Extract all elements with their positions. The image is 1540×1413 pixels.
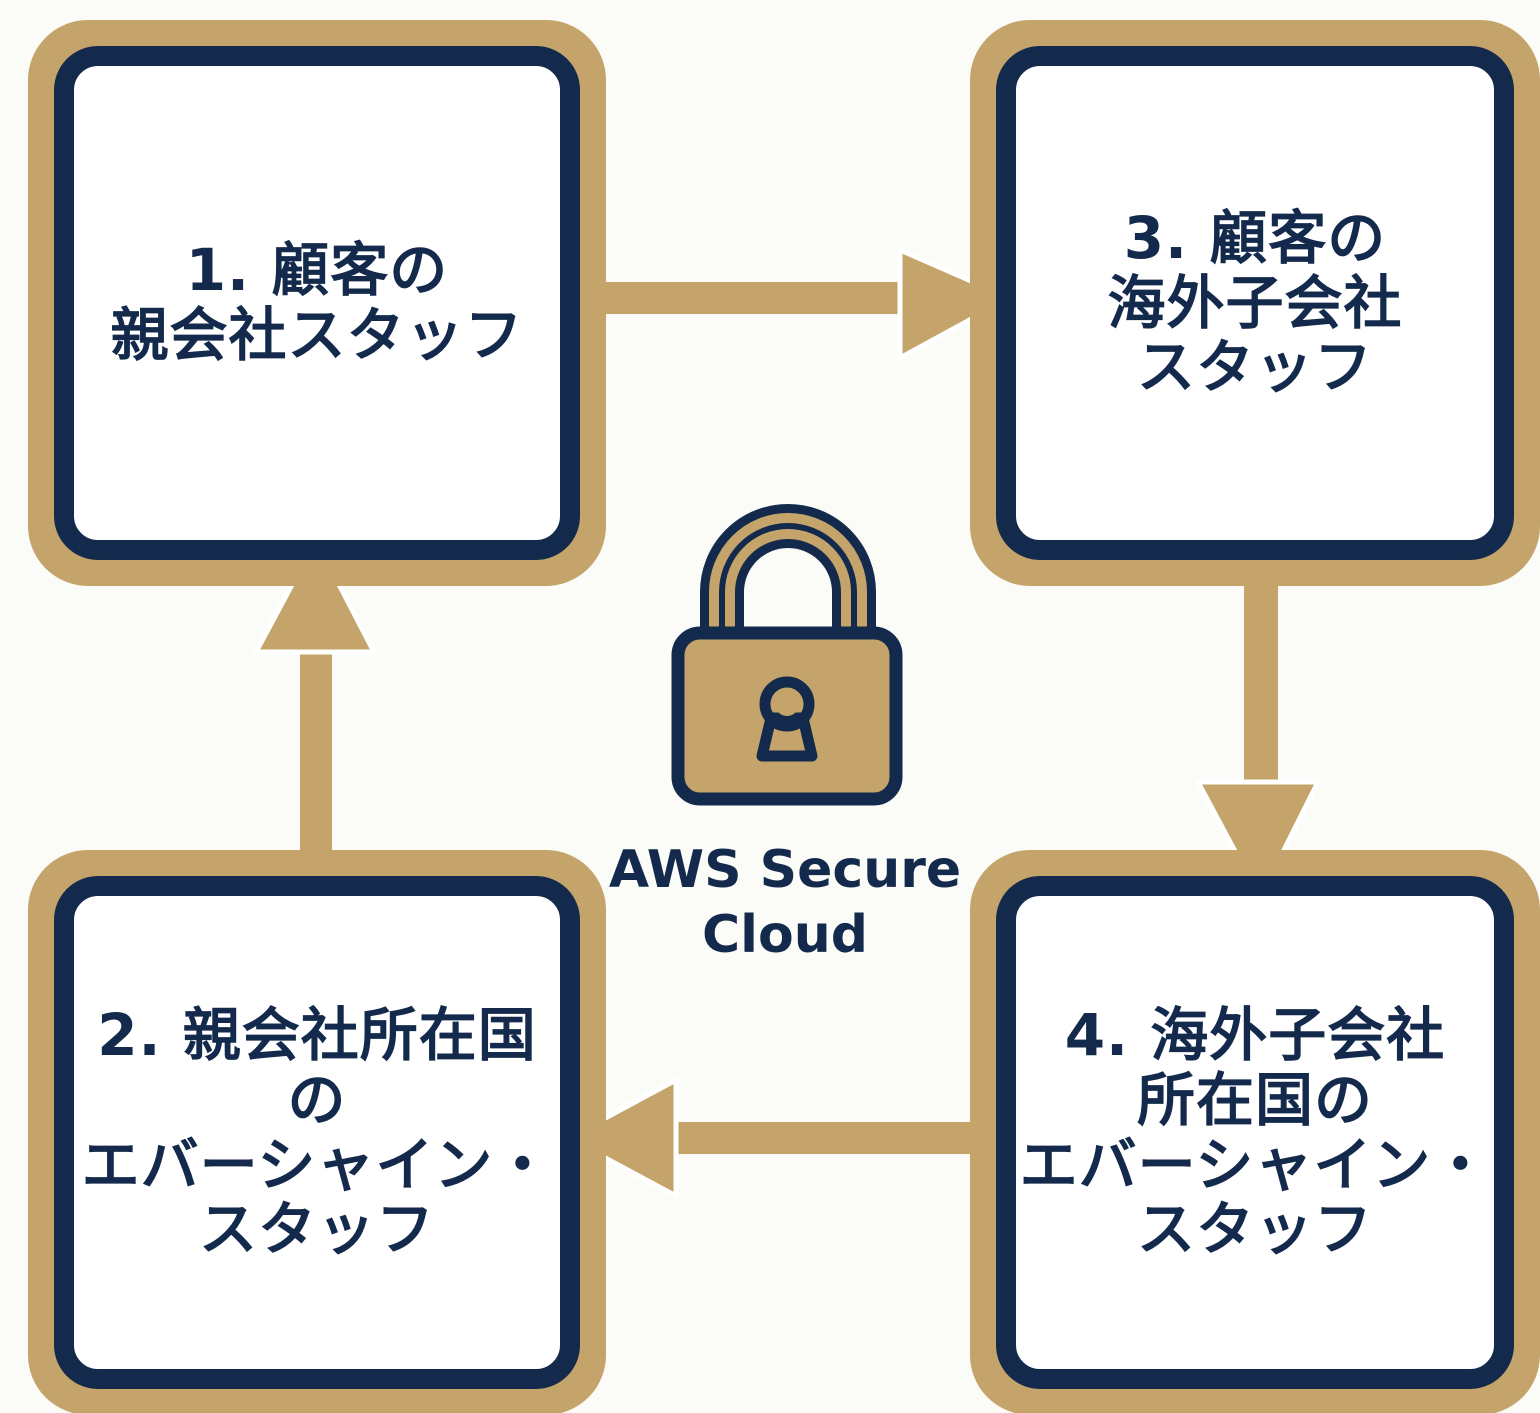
node-1-label: 1. 顧客の 親会社スタッフ xyxy=(110,236,524,369)
node-3: 3. 顧客の 海外子会社 スタッフ xyxy=(970,20,1540,586)
node-3-box: 3. 顧客の 海外子会社 スタッフ xyxy=(996,46,1514,560)
node-4: 4. 海外子会社 所在国の エバーシャイン・ スタッフ xyxy=(970,850,1540,1413)
arrow-1-to-3 xyxy=(600,246,1016,363)
arrow-3-to-4 xyxy=(1193,580,1323,904)
padlock-icon xyxy=(671,504,903,806)
node-1-box: 1. 顧客の 親会社スタッフ xyxy=(54,46,580,560)
node-2-box: 2. 親会社所在国の エバーシャイン・ スタッフ xyxy=(54,876,580,1389)
node-4-box: 4. 海外子会社 所在国の エバーシャイン・ スタッフ xyxy=(996,876,1514,1389)
node-2-label: 2. 親会社所在国の エバーシャイン・ スタッフ xyxy=(81,1000,553,1264)
arrow-2-to-1 xyxy=(251,534,379,860)
node-3-label: 3. 顧客の 海外子会社 スタッフ xyxy=(1107,203,1403,402)
node-2: 2. 親会社所在国の エバーシャイン・ スタッフ xyxy=(28,850,606,1413)
lock-caption: AWS Secure Cloud xyxy=(608,840,962,965)
arrow-4-to-2 xyxy=(562,1075,976,1201)
node-4-label: 4. 海外子会社 所在国の エバーシャイン・ スタッフ xyxy=(1019,1000,1491,1264)
node-1: 1. 顧客の 親会社スタッフ xyxy=(28,20,606,586)
